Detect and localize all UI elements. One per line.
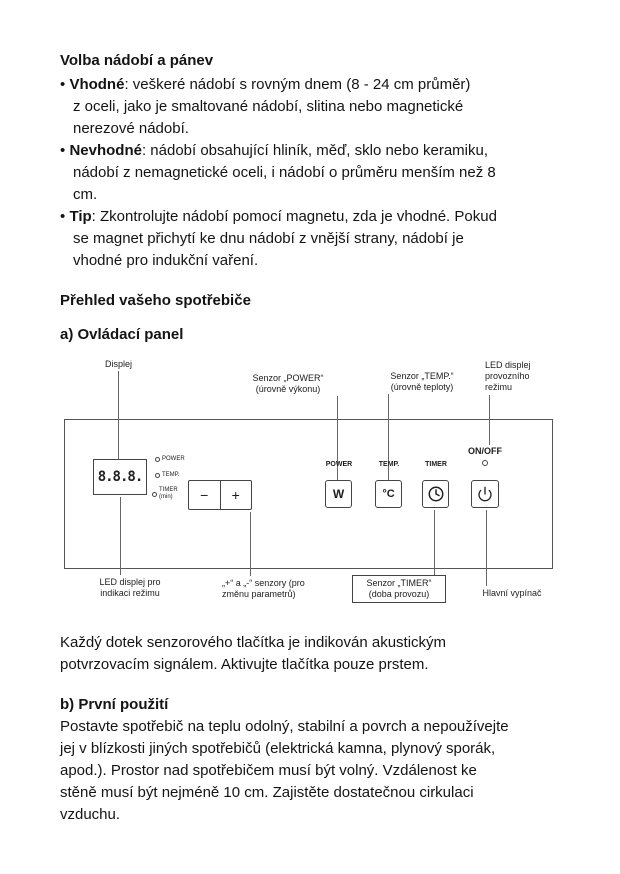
list-item-term: Tip [69,208,92,225]
list-item-text: : veškeré nádobí s rovným dnem (8 - 24 c… [73,76,471,137]
onoff-label: ON/OFF [468,446,502,456]
label-led-indikace: LED displej pro indikaci režimu [99,577,161,598]
section-heading-prvni-pouziti: b) První použití [60,696,169,713]
leader-line [120,497,121,575]
temp-sensor-button: °C [375,480,402,508]
label-led-provozni: LED displej provozního režimu [485,360,531,392]
led-dot [155,473,160,478]
bullet-marker: • [60,142,66,159]
timer-sensor-button [422,480,449,508]
minus-sensor-button: − [200,486,209,503]
leader-line [434,510,435,575]
temp-button-label: TEMP. [378,461,400,468]
leader-line [388,394,389,480]
pot-selection-list: • Vhodné: veškeré nádobí s rovným dnem (… [60,74,580,272]
document-page: Volba nádobí a pánev • Vhodné: veškeré n… [60,52,580,823]
first-use-paragraph: Postavte spotřebič na teplu odolný, stab… [60,718,509,823]
plus-minus-sensor-group: − + [188,480,252,510]
leader-line [489,395,490,445]
led-dot [155,457,160,462]
label-displej: Displej [105,359,133,369]
indicator-label: TEMP. [162,472,180,478]
led-dot [152,491,157,497]
bullet-marker: • [60,208,66,225]
power-sensor-button: W [325,480,352,508]
section-heading-prehled: Přehled vašeho spotřebiče [60,292,251,309]
label-senzor-timer: Senzor „TIMER“ (doba provozu) [352,575,446,603]
label-senzor-temp: Senzor „TEMP.“ (úrovně teploty) [390,371,454,392]
power-icon [478,486,492,502]
list-item-term: Vhodné [69,76,125,93]
leader-line [486,510,487,586]
list-item-text: : nádobí obsahující hliník, měď, sklo ne… [73,142,496,203]
timer-clock-icon [428,486,443,502]
leader-line [250,512,251,576]
section-heading-volba: Volba nádobí a pánev [60,52,214,69]
temp-led-indicator: TEMP. [155,472,180,479]
list-item: • Vhodné: veškeré nádobí s rovným dnem (… [60,74,580,140]
subsection-heading-ovladaci-panel: a) Ovládací panel [60,326,184,343]
timer-led-indicator: TIMER (min) [152,487,178,501]
list-item-term: Nevhodné [69,142,142,159]
list-item: • Nevhodné: nádobí obsahující hliník, mě… [60,140,580,206]
label-hlavni-vypinac: Hlavní vypínač [482,588,542,598]
control-panel-diagram: Displej Senzor „POWER“ (úrovně výkonu) S… [60,354,580,616]
bullet-marker: • [60,76,66,93]
leader-line [337,396,338,480]
indicator-label: TIMER (min) [159,487,178,500]
power-led-indicator: POWER [155,456,185,463]
label-senzor-power: Senzor „POWER“ (úrovně výkonu) [252,373,324,394]
onoff-led [482,460,488,466]
list-item: • Tip: Zkontrolujte nádobí pomocí magnet… [60,206,580,272]
leader-line [118,371,119,459]
plus-sensor-button: + [219,481,252,509]
indicator-label: POWER [162,456,185,462]
power-button-label: POWER [325,461,353,468]
label-plus-minus-senzory: „+“ a „-“ senzory (pro změnu parametrů) [222,578,305,599]
list-item-text: : Zkontrolujte nádobí pomocí magnetu, zd… [73,208,497,269]
main-switch-button [471,480,499,508]
seven-segment-display: 8.8.8. [93,459,147,495]
acoustic-note-paragraph: Každý dotek senzorového tlačítka je indi… [60,634,447,673]
timer-button-label: TIMER [425,461,447,468]
